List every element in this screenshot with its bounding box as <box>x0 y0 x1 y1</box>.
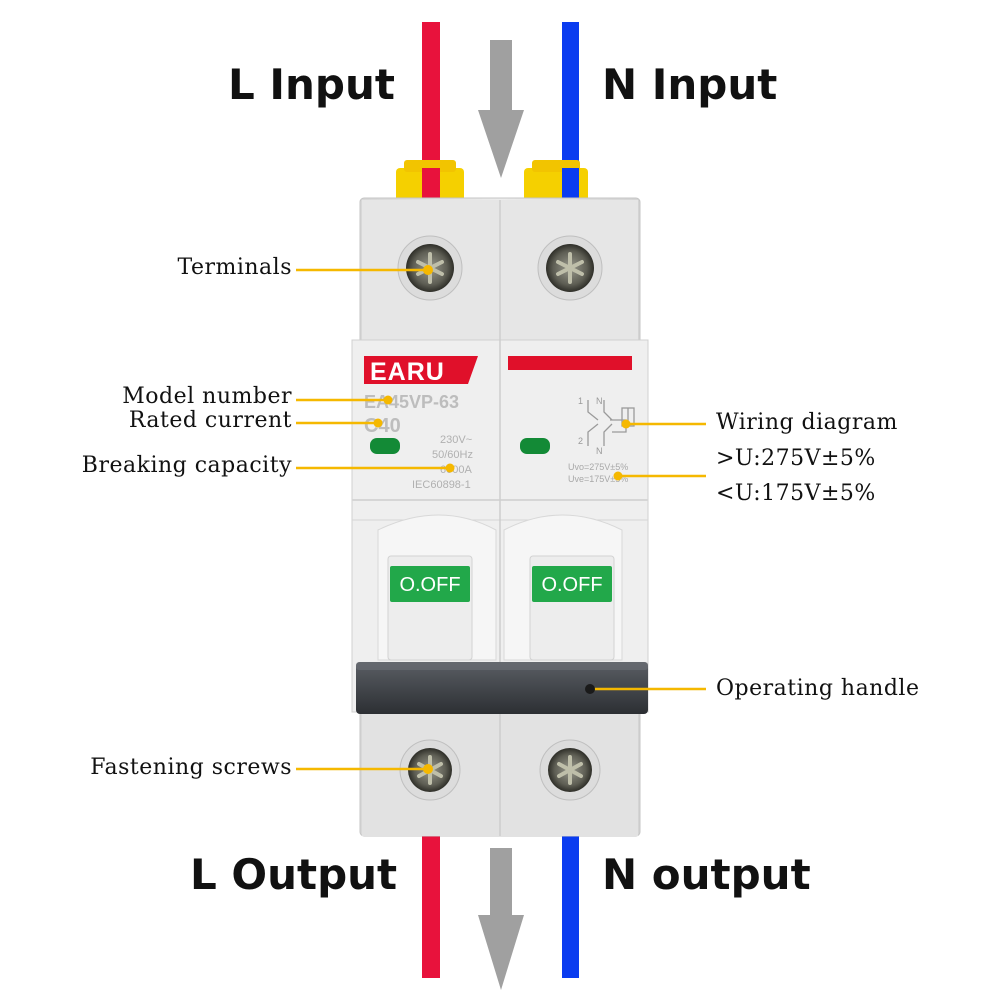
screw-bottom-right <box>539 739 601 801</box>
operating-handle[interactable] <box>356 662 648 714</box>
live-wire-top <box>422 22 440 204</box>
neutral-wire-bottom <box>562 836 579 978</box>
wiring-diagram-callout: Wiring diagram <box>716 410 898 435</box>
screw-top-right <box>537 235 603 301</box>
diagram-label-2: 2 <box>578 436 583 446</box>
live-wire-bottom <box>422 836 440 978</box>
breaking-capacity-callout: Breaking capacity <box>81 453 292 478</box>
uvo-text: Uvo=275V±5% <box>568 462 628 472</box>
model-number-callout: Model number <box>122 384 292 409</box>
flow-arrow-top <box>478 40 524 178</box>
n-input-label: N Input <box>602 60 778 109</box>
terminal-clip-right <box>524 160 588 204</box>
switch-label-left-bg <box>390 566 470 602</box>
l-input-label: L Input <box>228 60 395 109</box>
brand-stripe <box>508 356 632 370</box>
terminal-clip-left <box>396 160 464 204</box>
fastening-screws-callout: Fastening screws <box>90 755 292 780</box>
spec-voltage: 230V~ <box>440 434 472 446</box>
under-voltage-callout: <U:175V±5% <box>716 481 876 506</box>
diagram-label-1: 1 <box>578 396 583 406</box>
switch-label-right: O.OFF <box>541 574 602 596</box>
leader-dot-handle <box>585 684 595 694</box>
operating-handle-shine <box>356 662 648 670</box>
indicator-right <box>520 438 550 454</box>
terminals-callout: Terminals <box>177 255 292 280</box>
model-text: EA45VP-63 <box>364 392 459 412</box>
switch-label-left: O.OFF <box>399 574 460 596</box>
rated-current-callout: Rated current <box>128 408 292 433</box>
diagram-label-n2: N <box>596 446 603 456</box>
n-output-label: N output <box>602 850 811 899</box>
uve-text: Uve=175V±5% <box>568 474 628 484</box>
brand-badge: EARU <box>364 356 478 386</box>
neutral-wire-top <box>562 22 579 204</box>
leader-lines <box>296 268 706 771</box>
brand-logo: EARU <box>370 358 445 386</box>
rating-text: C40 <box>364 415 401 437</box>
operating-handle-callout: Operating handle <box>716 676 920 701</box>
over-voltage-callout: >U:275V±5% <box>716 446 876 471</box>
l-output-label: L Output <box>190 850 398 899</box>
spec-frequency: 50/60Hz <box>432 449 473 461</box>
breaker-body <box>351 197 649 837</box>
diagram-label-n1: N <box>596 396 603 406</box>
spec-breaking: 6000A <box>440 464 472 476</box>
switch-label-right-bg <box>532 566 612 602</box>
flow-arrow-bottom <box>478 848 524 990</box>
indicator-left <box>370 438 400 454</box>
leader-dots <box>373 265 631 774</box>
spec-standard: IEC60898-1 <box>412 479 471 491</box>
